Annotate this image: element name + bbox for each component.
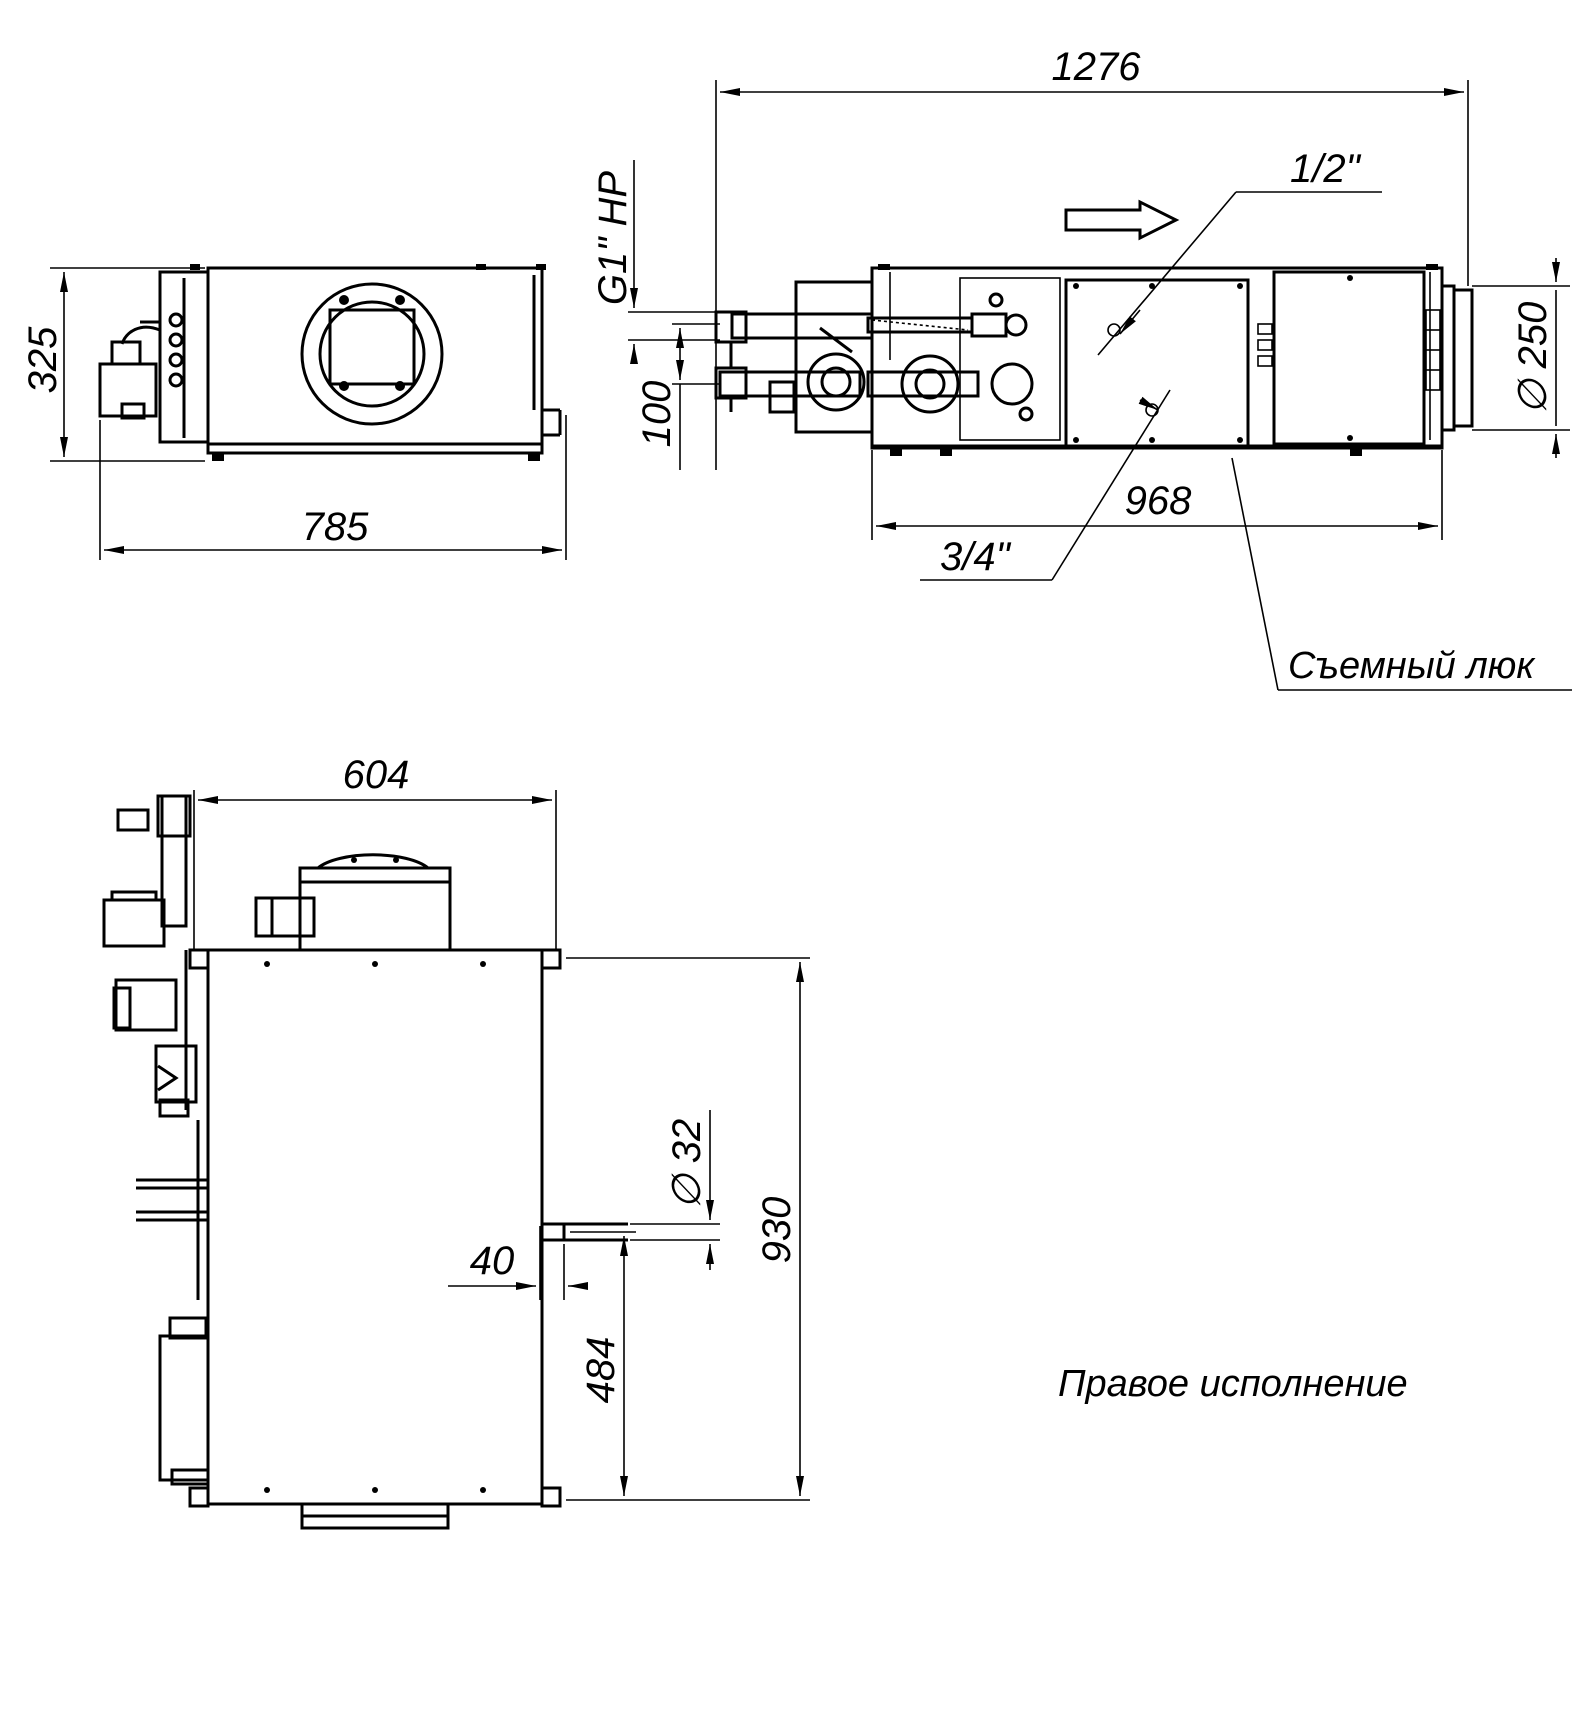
dim-484: 484 (570, 1231, 636, 1496)
right-version-caption: Правое исполнение (1058, 1363, 1408, 1405)
plan-view-drain-pipe (540, 1222, 628, 1242)
dim-604: 604 (193, 753, 557, 950)
removable-hatch-label: Съемный люк (1288, 645, 1536, 687)
plan-view-body (206, 948, 544, 1506)
leader-three-quarter-inch: 3/4" (920, 389, 1171, 581)
leader-removable-hatch: Съемный люк (1231, 457, 1572, 691)
dim-1276: 1276 (715, 45, 1469, 470)
dim-1276-label: 1276 (1052, 45, 1142, 89)
side-view (714, 199, 1474, 456)
plan-view-valve-assembly (102, 794, 210, 1486)
dim-785-label: 785 (302, 505, 369, 549)
dim-duct-250-label: ∅ 250 (1511, 302, 1555, 415)
dim-drain-32: ∅ 32 (630, 1110, 720, 1270)
dim-40-label: 40 (470, 1239, 515, 1283)
plan-view-bottom-duct (300, 1502, 450, 1530)
dim-968: 968 (871, 450, 1443, 540)
flow-direction-arrow (1064, 199, 1180, 241)
dim-604-label: 604 (343, 753, 410, 797)
dim-325: 325 (21, 267, 205, 462)
leader-half-inch: 1/2" (1097, 147, 1382, 356)
dim-930: 930 (566, 957, 810, 1501)
dim-g1-thread-label: G1" HP (591, 171, 635, 306)
dim-g1-thread: G1" HP (591, 160, 720, 364)
dim-930-label: 930 (755, 1197, 799, 1264)
dim-484-label: 484 (579, 1337, 623, 1404)
dim-100-label: 100 (635, 381, 679, 448)
dim-785: 785 (99, 415, 567, 560)
front-view-duct-circle (300, 282, 444, 426)
dim-100: 100 (635, 323, 720, 470)
plan-view (102, 794, 628, 1530)
front-view-valve-block (98, 270, 210, 444)
side-view-duct-spigot (1440, 284, 1474, 432)
side-view-connectors (1257, 309, 1441, 391)
dim-duct-250: ∅ 250 (1472, 258, 1570, 458)
leader-half-inch-label: 1/2" (1290, 147, 1362, 191)
plan-view-top-duct (254, 853, 452, 952)
dim-325-label: 325 (21, 326, 65, 393)
side-view-piping (714, 280, 1034, 434)
side-view-body (870, 266, 1444, 450)
front-view (98, 264, 562, 461)
dim-968-label: 968 (1125, 479, 1192, 523)
leader-three-quarter-inch-label: 3/4" (940, 535, 1012, 579)
dim-drain-32-label: ∅ 32 (665, 1119, 709, 1209)
dim-40: 40 (448, 1226, 588, 1300)
removable-hatch-panel (1064, 278, 1250, 448)
